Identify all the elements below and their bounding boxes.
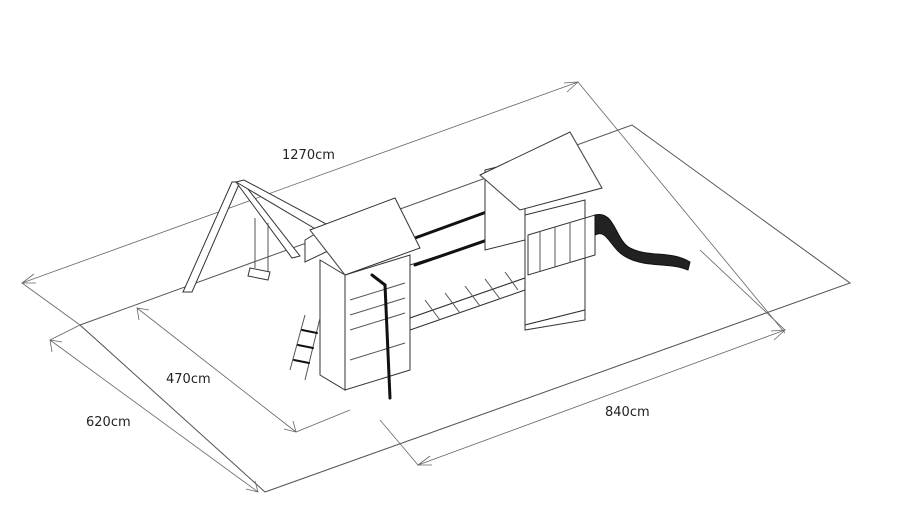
swing-frame bbox=[182, 179, 331, 293]
dimension-label-620: 620cm bbox=[86, 415, 131, 430]
dimension-label-1270: 1270cm bbox=[282, 148, 335, 163]
dimension-line-620 bbox=[49, 324, 259, 493]
dimension-line-470 bbox=[136, 307, 351, 433]
dimension-label-470: 470cm bbox=[166, 372, 211, 387]
dimension-label-840: 840cm bbox=[605, 405, 650, 420]
tower-left bbox=[289, 197, 421, 400]
tower-right bbox=[479, 131, 603, 331]
ladder bbox=[289, 314, 321, 381]
dimension-line-840 bbox=[379, 249, 787, 466]
ground-area bbox=[79, 124, 852, 493]
slide bbox=[594, 214, 691, 271]
dimension-line-1270 bbox=[20, 81, 786, 334]
swing-seat bbox=[247, 267, 271, 281]
